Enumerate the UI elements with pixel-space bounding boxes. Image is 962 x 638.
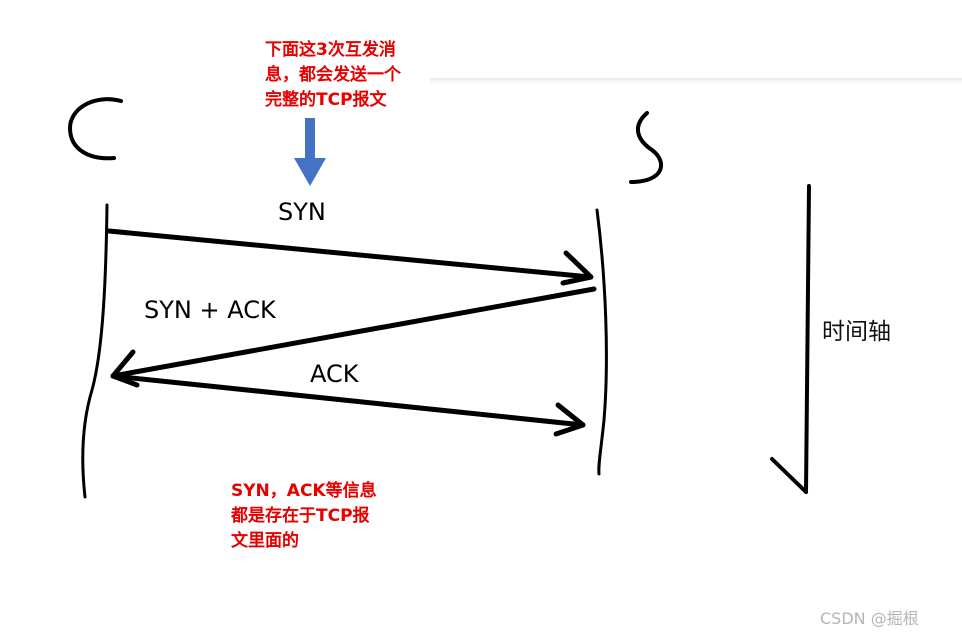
top-annotation-line: 息，都会发送一个 [265, 65, 401, 85]
bottom-annotation-line: 都是存在于TCP报 [231, 506, 370, 526]
ui-shadow-band [430, 78, 962, 84]
timeline-axis [804, 184, 811, 494]
syn-arrow [106, 228, 593, 280]
client-letter-c [68, 97, 123, 161]
timeline-arrowhead [770, 457, 808, 494]
top-annotation-line: 完整的TCP报文 [265, 90, 387, 110]
watermark: CSDN @掘根 [820, 609, 919, 628]
pointer-arrow [294, 118, 326, 186]
server-letter-s [629, 111, 663, 184]
syn-arrowhead [560, 250, 594, 286]
bottom-annotation-line: SYN，ACK等信息 [231, 481, 377, 501]
ack-arrow [110, 373, 586, 428]
bottom-annotation-line: 文里面的 [231, 531, 299, 551]
syn-ack-label: SYN + ACK [144, 296, 276, 324]
top-annotation-line: 下面这3次互发消 [265, 40, 396, 60]
syn-ack-arrow [110, 286, 597, 379]
bottom-annotation: SYN，ACK等信息 都是存在于TCP报 文里面的 [231, 479, 377, 554]
ack-label: ACK [310, 360, 359, 388]
syn-label: SYN [278, 198, 326, 226]
top-annotation: 下面这3次互发消 息，都会发送一个 完整的TCP报文 [265, 38, 401, 113]
ack-arrowhead [553, 402, 586, 437]
timeline-label: 时间轴 [822, 319, 891, 345]
client-lifeline [81, 203, 109, 499]
server-lifeline [595, 208, 608, 476]
